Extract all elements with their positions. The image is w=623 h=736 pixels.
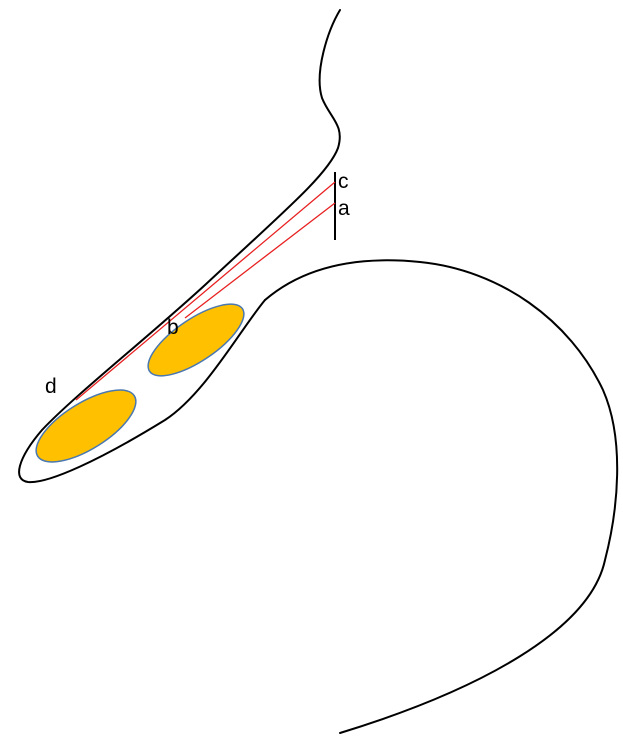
yellow-ellipse-upper <box>147 303 245 377</box>
label-b: b <box>167 316 179 339</box>
label-c: c <box>338 170 349 193</box>
label-a: a <box>338 197 350 220</box>
red-line-c-to-d <box>75 181 336 401</box>
yellow-ellipse-lower <box>35 389 137 463</box>
lower-contour <box>264 259 619 734</box>
upper-contour <box>18 9 341 484</box>
red-line-a-to-b <box>184 202 336 319</box>
label-d: d <box>45 375 57 398</box>
